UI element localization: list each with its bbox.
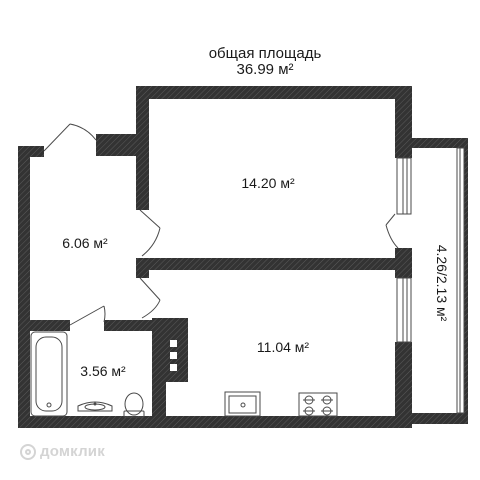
room-bath-area: 3.56 м² [80,363,126,379]
domclick-logo-icon [20,443,36,460]
kitchen-sink-icon [224,391,261,417]
bathtub-icon [30,331,68,417]
room-living-area: 14.20 м² [241,175,295,191]
walls [18,86,468,428]
vent-shaft [170,340,177,371]
stove-icon [298,392,338,417]
balcony-area: 4.26/2.13 м² [434,245,450,322]
total-area-title: общая площадь [209,45,322,62]
windows [396,147,465,414]
watermark: домклик [20,443,105,460]
doors [43,123,399,326]
watermark-text: домклик [40,443,105,460]
toilet-icon [123,392,145,418]
room-kitchen-area: 11.04 м² [257,339,310,355]
sink-icon [77,401,113,412]
total-area-value: 36.99 м² [236,61,293,78]
room-hall-area: 6.06 м² [62,235,108,251]
